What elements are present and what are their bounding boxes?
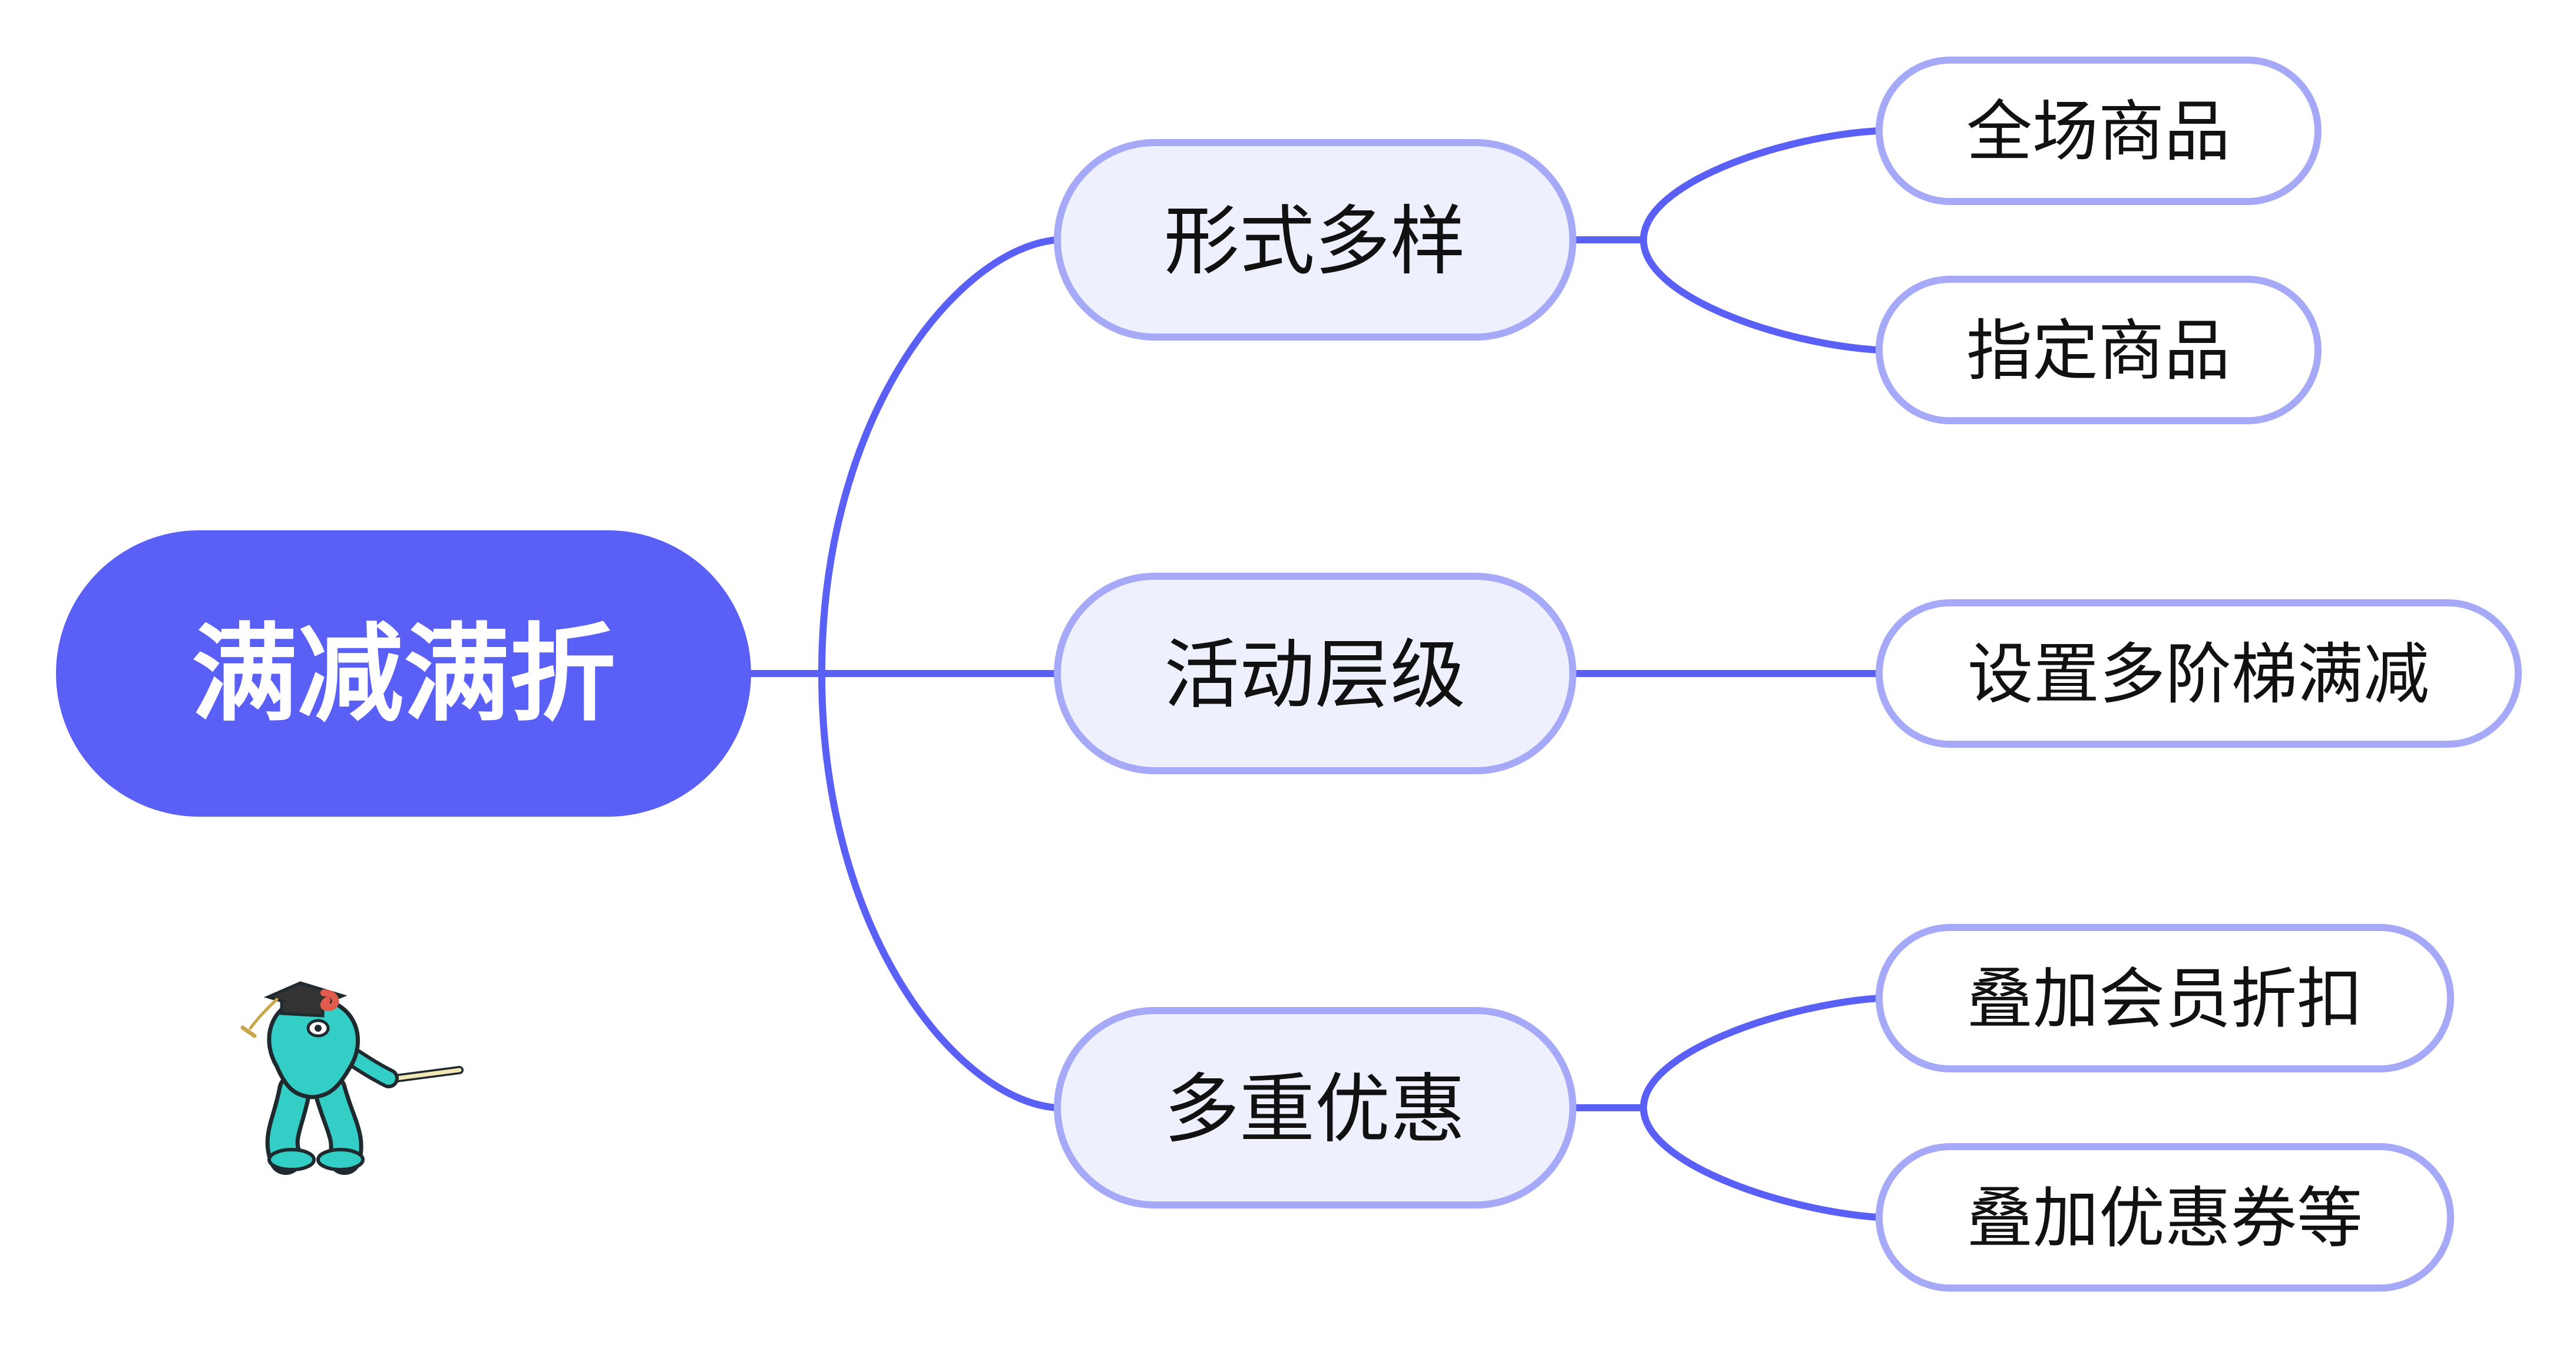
leaf-node-1-2-shape bbox=[1876, 276, 2322, 424]
leaf-node-3-1[interactable]: 叠加会员折扣 bbox=[1876, 924, 2454, 1072]
leaf-node-1-1-shape bbox=[1876, 57, 2322, 205]
connector-leaf-3-2 bbox=[1640, 1104, 1883, 1221]
connector-branch-1 bbox=[818, 236, 1061, 677]
branch-node-3-shape bbox=[1054, 1007, 1576, 1209]
leaf-node-1-1[interactable]: 全场商品 bbox=[1876, 57, 2322, 205]
leaf-node-3-2-shape bbox=[1876, 1143, 2454, 1292]
branch-node-3[interactable]: 多重优惠 bbox=[1054, 1007, 1576, 1209]
connector-leaf-1-2 bbox=[1640, 236, 1883, 354]
leaf-node-3-2[interactable]: 叠加优惠券等 bbox=[1876, 1143, 2454, 1292]
branch-node-3-label: 多重优惠 bbox=[1164, 1066, 1466, 1154]
leaf-node-1-2[interactable]: 指定商品 bbox=[1876, 276, 2322, 424]
root-node-label: 满减满折 bbox=[191, 613, 616, 737]
connectors bbox=[748, 127, 1883, 1221]
connector-leaf-3-1 bbox=[1640, 995, 1883, 1111]
branch-node-1-shape bbox=[1054, 139, 1576, 341]
leaf-node-2-1-label: 设置多阶梯满减 bbox=[1967, 636, 2429, 713]
root-node[interactable]: 满减满折 bbox=[56, 530, 751, 817]
leaf-node-3-1-shape bbox=[1876, 924, 2454, 1072]
leaf-node-2-1-shape bbox=[1876, 599, 2522, 748]
root-node-shape bbox=[56, 530, 751, 817]
connector-branch-3 bbox=[818, 670, 1061, 1111]
branch-node-1[interactable]: 形式多样 bbox=[1054, 139, 1576, 341]
leaf-node-2-1[interactable]: 设置多阶梯满减 bbox=[1876, 599, 2522, 748]
connector-leaf-1-1 bbox=[1640, 127, 1883, 243]
teacher-mascot-icon bbox=[240, 981, 464, 1175]
mascot-tuft-icon bbox=[320, 989, 339, 1011]
leaf-node-3-1-label: 叠加会员折扣 bbox=[1967, 961, 2363, 1038]
branch-node-1-label: 形式多样 bbox=[1164, 198, 1466, 286]
leaf-node-3-2-label: 叠加优惠券等 bbox=[1967, 1180, 2363, 1257]
branch-node-2-shape bbox=[1054, 573, 1576, 774]
branch-node-2-label: 活动层级 bbox=[1164, 632, 1466, 719]
leaf-node-1-1-label: 全场商品 bbox=[1966, 94, 2230, 170]
leaf-node-1-2-label: 指定商品 bbox=[1966, 313, 2230, 389]
branch-node-2[interactable]: 活动层级 bbox=[1054, 573, 1576, 774]
